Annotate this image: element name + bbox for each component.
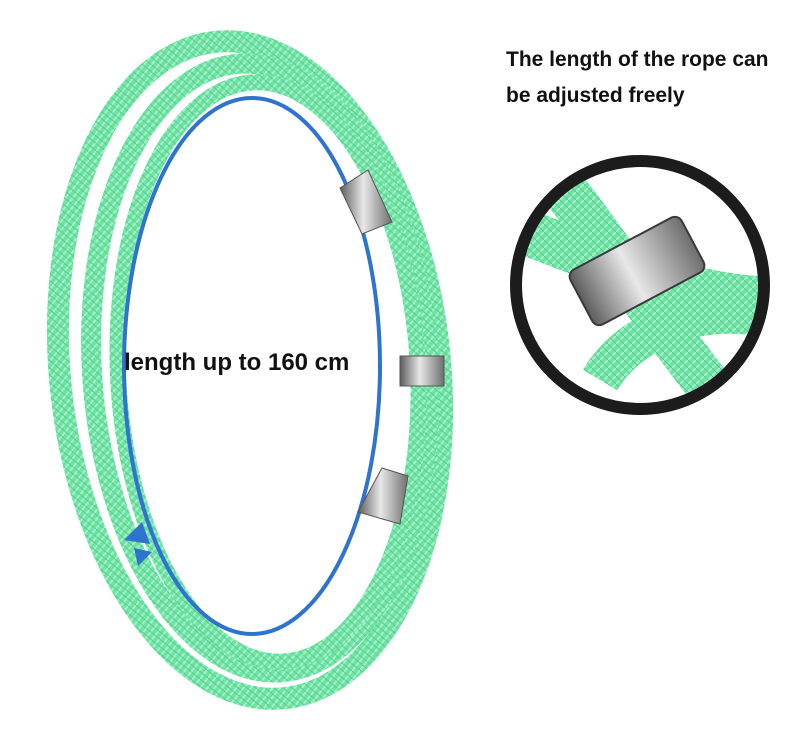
caption-line-2: be adjusted freely [506,84,685,107]
length-arrow-icon [122,96,382,636]
length-label: length up to 160 cm [124,349,350,376]
caption-line-1: The length of the rope can [506,48,769,71]
caption-text: The length of the rope can be adjusted f… [506,42,776,114]
metal-clip-icon [339,169,445,525]
zoom-circle-icon [510,155,770,415]
